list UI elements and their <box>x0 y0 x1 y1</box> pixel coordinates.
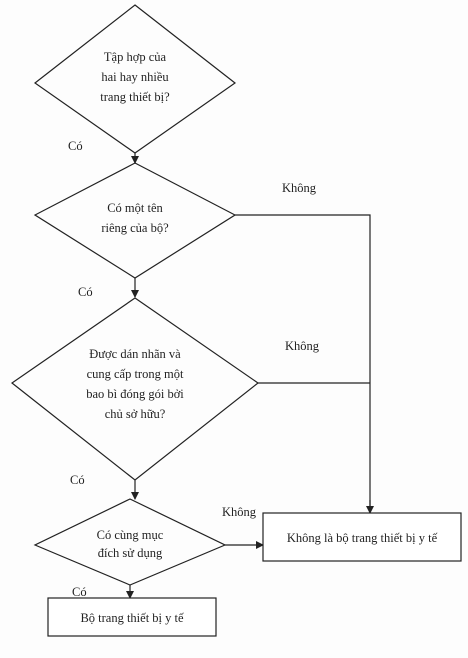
decision-2-line-2: riêng của bộ? <box>101 221 169 235</box>
decision-1: Tập hợp của hai hay nhiều trang thiết bị… <box>33 4 237 154</box>
decision-3-line-2: cung cấp trong một <box>87 367 184 381</box>
yes-label-1: Có <box>68 139 83 153</box>
decision-1-line-1: Tập hợp của <box>104 50 167 64</box>
no-label-4: Không <box>222 505 257 519</box>
decision-4: Có cùng mục đích sử dụng <box>33 498 227 586</box>
outcome-kit-label: Bộ trang thiết bị y tế <box>80 611 184 625</box>
decision-4-line-2: đích sử dụng <box>98 546 163 560</box>
decision-4-line-1: Có cùng mục <box>97 528 164 542</box>
yes-label-4: Có <box>72 585 87 599</box>
no-branch-2 <box>235 214 371 513</box>
outcome-kit-box <box>47 597 217 637</box>
decision-1-line-3: trang thiết bị? <box>100 90 170 104</box>
decision-4-diamond <box>33 498 227 586</box>
decision-3-line-4: chủ sở hữu? <box>105 407 166 421</box>
outcome-not-kit-label: Không là bộ trang thiết bị y tế <box>287 531 438 545</box>
decision-1-line-2: hai hay nhiều <box>101 70 169 84</box>
no-label-2: Không <box>282 181 317 195</box>
decision-2-line-1: Có một tên <box>107 201 163 215</box>
decision-3: Được dán nhãn và cung cấp trong một bao … <box>10 297 260 481</box>
yes-label-3: Có <box>70 473 85 487</box>
outcome-not-kit: Không là bộ trang thiết bị y tế <box>262 512 462 562</box>
outcome-kit: Bộ trang thiết bị y tế <box>47 597 217 637</box>
yes-label-2: Có <box>78 285 93 299</box>
decision-3-line-3: bao bì đóng gói bởi <box>86 387 184 401</box>
decision-2: Có một tên riêng của bộ? <box>33 162 237 279</box>
no-label-3: Không <box>285 339 320 353</box>
outcome-not-kit-box <box>262 512 462 562</box>
decision-3-line-1: Được dán nhãn và <box>89 347 181 361</box>
